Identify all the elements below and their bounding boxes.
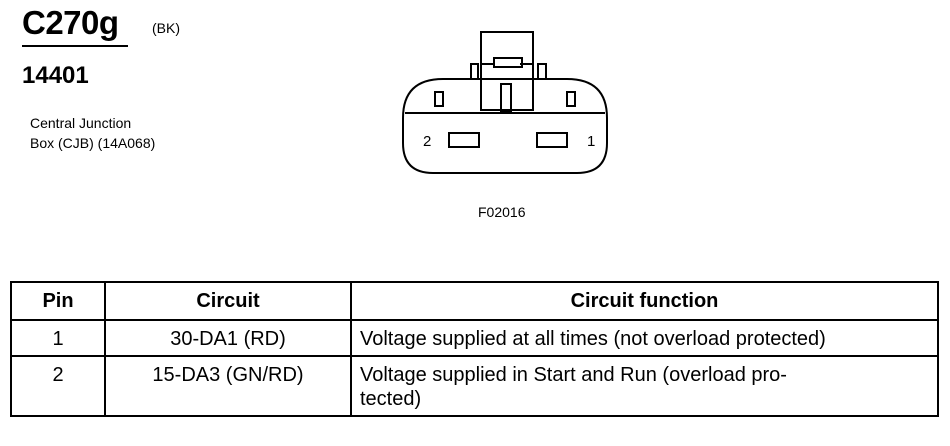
part-number: 14401	[22, 62, 89, 89]
connector-face-diagram: 2 1	[402, 31, 608, 174]
locking-tab-key	[500, 83, 512, 112]
terminal-cavity-2	[448, 132, 480, 148]
cell-function-line-1: Voltage supplied in Start and Run (overl…	[360, 364, 787, 386]
cell-function-line-1: Voltage supplied at all times (not overl…	[360, 328, 826, 350]
cell-function: Voltage supplied in Start and Run (overl…	[350, 355, 939, 417]
terminal-cavity-1	[536, 132, 568, 148]
cell-circuit: 30-DA1 (RD)	[104, 319, 352, 357]
pin-label-2: 2	[423, 133, 431, 150]
connector-id: C270g	[22, 4, 119, 41]
figure-code: F02016	[478, 204, 526, 220]
side-tab-left	[470, 63, 479, 79]
table-row: 1 30-DA1 (RD) Voltage supplied at all ti…	[10, 319, 939, 357]
header-pin: Pin	[10, 281, 106, 321]
cell-pin: 2	[10, 355, 106, 417]
latch-bump-right	[566, 91, 576, 107]
header-circuit-function: Circuit function	[350, 281, 939, 321]
cell-function: Voltage supplied at all times (not overl…	[350, 319, 939, 357]
location-line-2: Box (CJB) (14A068)	[30, 135, 156, 151]
side-tab-right	[537, 63, 547, 79]
table-header-row: Pin Circuit Circuit function	[10, 281, 939, 321]
connector-body	[402, 78, 608, 174]
cell-function-line-2: tected)	[360, 388, 422, 410]
latch-bump-left	[434, 91, 444, 107]
location-line-1: Central Junction	[30, 115, 132, 131]
cell-pin: 1	[10, 319, 106, 357]
pin-table: Pin Circuit Circuit function 1 30-DA1 (R…	[10, 281, 939, 417]
cell-circuit: 15-DA3 (GN/RD)	[104, 355, 352, 417]
table-row: 2 15-DA3 (GN/RD) Voltage supplied in Sta…	[10, 355, 939, 417]
header-circuit: Circuit	[104, 281, 352, 321]
pin-label-1: 1	[587, 133, 595, 150]
locking-tab-outer	[480, 31, 534, 111]
connector-id-underline	[22, 45, 128, 47]
locking-tab-inner	[493, 57, 523, 68]
connector-location: Central Junction Box (CJB) (14A068)	[30, 113, 155, 153]
connector-color: (BK)	[152, 20, 180, 36]
